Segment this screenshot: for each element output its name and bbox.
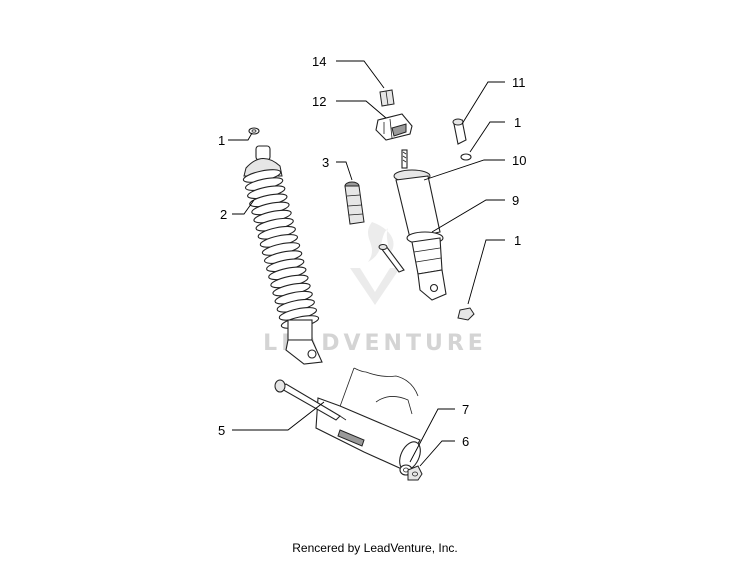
part-11-stud xyxy=(452,118,467,145)
mounting-bolt xyxy=(378,244,405,273)
callouts: 14 12 11 1 10 9 1 1 3 2 5 7 6 xyxy=(218,54,526,449)
part-1-washer-right xyxy=(460,153,472,161)
part-3-bump-stop xyxy=(344,181,365,225)
leader-lines xyxy=(228,60,505,467)
callout-14: 14 xyxy=(312,54,326,69)
callout-7: 7 xyxy=(462,402,469,417)
part-12-mount-block xyxy=(375,113,413,141)
callout-3: 3 xyxy=(322,155,329,170)
callout-9: 9 xyxy=(512,193,519,208)
coil-spring-shock-absorber xyxy=(242,145,323,365)
callout-5: 5 xyxy=(218,423,225,438)
part-1-nut-lower xyxy=(457,307,475,321)
callout-1-washer: 1 xyxy=(514,115,521,130)
callout-6: 6 xyxy=(462,434,469,449)
watermark-logo xyxy=(350,222,400,305)
swing-arm-assembly xyxy=(274,367,421,471)
part-1-nut-top xyxy=(248,127,260,135)
damper-unit xyxy=(393,149,447,301)
part-6-nut xyxy=(407,465,423,481)
callout-1-nut-top: 1 xyxy=(218,133,225,148)
callout-11: 11 xyxy=(512,75,526,90)
callout-1-nut-lower: 1 xyxy=(514,233,521,248)
callout-12: 12 xyxy=(312,94,326,109)
callout-2: 2 xyxy=(220,207,227,222)
footer-credit: Rencered by LeadVenture, Inc. xyxy=(292,541,458,555)
callout-10: 10 xyxy=(512,153,526,168)
part-14-nut xyxy=(379,89,395,107)
